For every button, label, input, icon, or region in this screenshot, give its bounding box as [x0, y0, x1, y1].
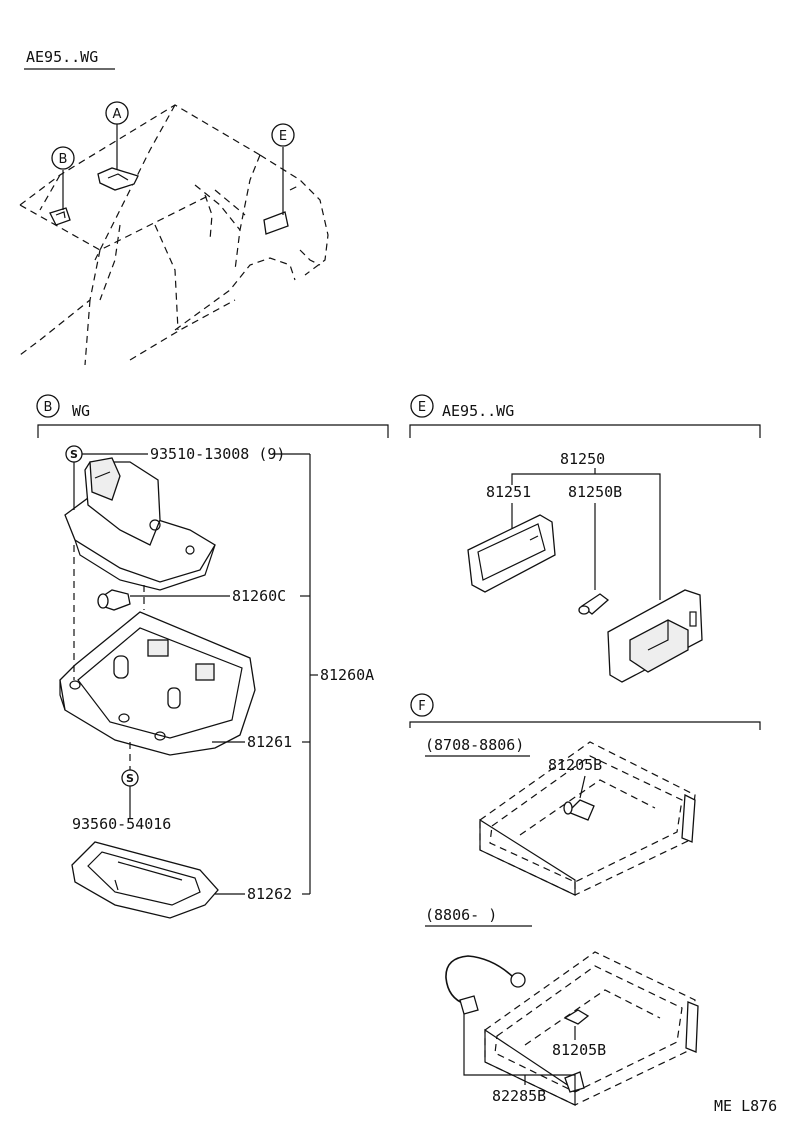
callout-b-label: B	[59, 152, 68, 167]
part-e-lens: 81251	[486, 483, 531, 501]
part-screw-bottom: 93560-54016	[72, 815, 171, 833]
part-bulb: 81260C	[232, 587, 286, 605]
lens-81251	[467, 514, 556, 593]
lamp-81250	[607, 589, 703, 683]
cargo-lamp-1	[479, 741, 696, 896]
bulb-81260c	[97, 589, 131, 611]
section-e-circle	[410, 394, 434, 418]
part-screw-top: 93510-13008 (9)	[150, 445, 285, 463]
section-e-bracket	[409, 424, 761, 438]
part-f-bulb-2: 81205B	[552, 1041, 606, 1059]
stud-bottom-symbol: S	[126, 772, 134, 785]
part-f-bulb-1: 81205B	[548, 756, 602, 774]
section-b-circle	[36, 394, 60, 418]
bulb-81250b	[578, 593, 610, 615]
part-lens: 81262	[247, 885, 292, 903]
section-b-letter: B	[44, 400, 53, 415]
part-e-bulb: 81250B	[568, 483, 622, 501]
section-f-bracket	[409, 721, 761, 730]
catalog-code: ME L876	[714, 1097, 777, 1115]
section-f-letter: F	[418, 699, 425, 714]
callout-b-circle	[51, 146, 75, 170]
section-f-circle	[410, 693, 434, 717]
vehicle-overview	[19, 104, 329, 366]
stud-top-symbol: S	[70, 448, 78, 461]
lens-81262	[71, 841, 219, 919]
period-2-label: (8806- )	[425, 906, 497, 924]
part-e-assembly: 81250	[560, 450, 605, 468]
period-1-label: (8708-8806)	[425, 736, 524, 754]
section-b-title: WG	[72, 402, 90, 420]
callout-e-circle	[271, 123, 295, 147]
callout-a-label: A	[113, 107, 122, 122]
part-f-harness: 82285B	[492, 1087, 546, 1105]
cargo-lamp-2	[445, 951, 699, 1106]
model-code-label: AE95..WG	[26, 48, 98, 66]
part-assembly: 81260A	[320, 666, 374, 684]
part-housing: 81261	[247, 733, 292, 751]
dome-lamp-base-unit	[64, 457, 216, 591]
callout-e-label: E	[279, 129, 287, 144]
callout-a-circle	[105, 101, 129, 125]
section-e-title: AE95..WG	[442, 402, 514, 420]
section-e-letter: E	[418, 400, 426, 415]
housing-81261	[59, 611, 256, 756]
section-b-bracket	[37, 424, 389, 438]
